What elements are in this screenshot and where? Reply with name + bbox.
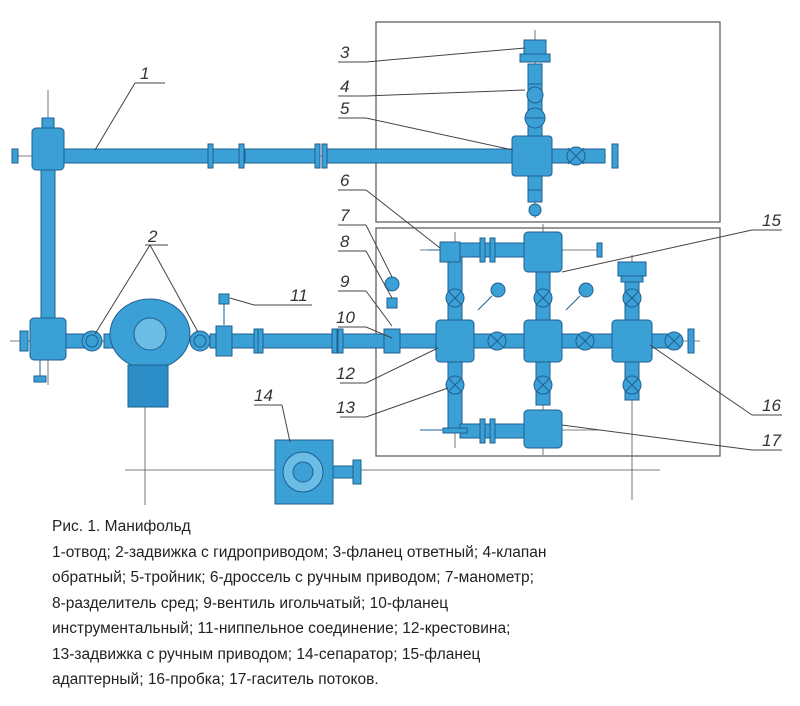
manifold-diagram: 1 2 3 4 5 6 7 8 9 10 11 12 13 14 15 16 1… [10,21,782,505]
callout-8: 8 [340,232,350,251]
callout-6: 6 [340,171,350,190]
hydraulic-gate-valve [81,298,233,408]
caption-line: адаптерный; 16-пробка; 17-гаситель поток… [52,671,379,688]
centerlines [10,30,700,505]
callout-17: 17 [762,431,781,450]
nipple-connection [33,293,230,383]
callout-10: 10 [336,308,355,327]
callout-15: 15 [762,211,781,230]
callout-labels: 1 2 3 4 5 6 7 8 9 10 11 12 13 14 15 16 1… [140,43,781,450]
callout-5: 5 [340,99,350,118]
callout-3: 3 [340,43,350,62]
caption-line: инструментальный; 11-ниппельное соединен… [52,620,511,637]
separator [274,439,362,505]
callout-13: 13 [336,398,355,417]
callout-14: 14 [254,386,273,405]
callout-2: 2 [147,227,158,246]
caption-line: 8-разделитель сред; 9-вентиль игольчатый… [52,594,449,612]
callout-9: 9 [340,272,350,291]
callout-11: 11 [290,286,308,305]
caption-line: обратный; 5-тройник; 6-дроссель с ручным… [52,569,534,586]
elbow-1 [29,117,67,361]
callout-1: 1 [140,64,149,83]
caption-line: 13-задвижка с ручным приводом; 14-сепара… [52,645,481,663]
caption-title: Рис. 1. Манифольд [52,518,191,535]
callout-16: 16 [762,396,781,415]
caption-line: 1-отвод; 2-задвижка с гидроприводом; 3-ф… [52,543,547,561]
callout-12: 12 [336,364,355,383]
leader-lines [94,47,782,451]
valve-crosses [448,291,681,392]
callout-4: 4 [340,77,349,96]
upper-frame [375,21,721,223]
figure-caption: Рис. 1. Манифольд 1-отвод; 2-задвижка с … [52,514,782,693]
upper-assembly [511,39,586,217]
callout-7: 7 [340,206,350,225]
